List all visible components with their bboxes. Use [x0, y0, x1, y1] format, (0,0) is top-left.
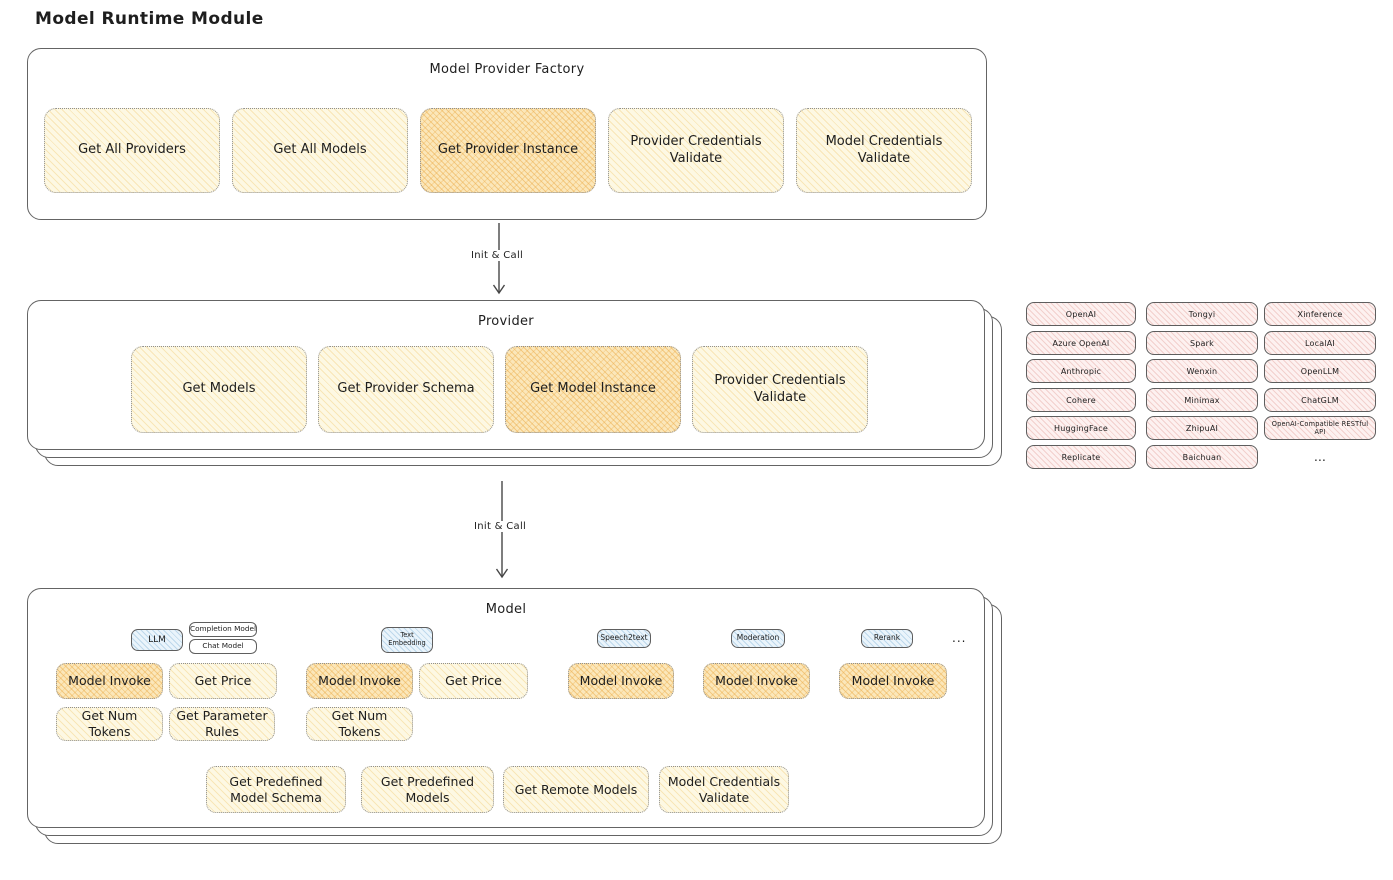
provider-title: Provider — [478, 314, 534, 329]
model-credentials-validate-box: Model Credentials Validate — [796, 108, 972, 193]
init-call-label-1: Init & Call — [468, 250, 527, 261]
provider-cell-spark: Spark — [1146, 331, 1258, 355]
model-provider-factory-box: Model Provider Factory Get All Providers… — [27, 48, 987, 220]
text-embedding-get-price-box: Get Price — [419, 663, 528, 699]
speech2text-model-invoke-box: Model Invoke — [568, 663, 674, 699]
provider-cell-wenxin: Wenxin — [1146, 359, 1258, 383]
tab-chat-model: Chat Model — [189, 639, 257, 654]
tab-text-embedding: Text Embedding — [381, 627, 433, 653]
provider-box: Provider Get Models Get Provider Schema … — [27, 300, 985, 450]
init-call-label-2: Init & Call — [471, 521, 530, 532]
rerank-model-invoke-box: Model Invoke — [839, 663, 947, 699]
model-box: Model LLM Completion Model Chat Model Te… — [27, 588, 985, 828]
tab-speech2text: Speech2text — [597, 629, 651, 648]
provider-cell-localai: LocalAI — [1264, 331, 1376, 355]
provider-cell-more: ... — [1313, 450, 1327, 464]
get-remote-models-box: Get Remote Models — [503, 766, 649, 813]
llm-get-price-box: Get Price — [169, 663, 277, 699]
moderation-model-invoke-box: Model Invoke — [703, 663, 810, 699]
llm-get-num-tokens-box: Get Num Tokens — [56, 707, 163, 741]
provider-cell-openai: OpenAI — [1026, 302, 1136, 326]
get-model-instance-box: Get Model Instance — [505, 346, 681, 433]
provider-cell-tongyi: Tongyi — [1146, 302, 1258, 326]
factory-title: Model Provider Factory — [429, 62, 585, 77]
provider-cell-cohere: Cohere — [1026, 388, 1136, 412]
provider-cell-replicate: Replicate — [1026, 445, 1136, 469]
provider-cell-huggingface: HuggingFace — [1026, 416, 1136, 440]
tabs-more-ellipsis: ... — [952, 631, 967, 645]
llm-get-parameter-rules-box: Get Parameter Rules — [169, 707, 275, 741]
tab-moderation: Moderation — [731, 629, 785, 648]
provider-cell-xinference: Xinference — [1264, 302, 1376, 326]
text-embedding-get-num-tokens-box: Get Num Tokens — [306, 707, 413, 741]
provider-cell-anthropic: Anthropic — [1026, 359, 1136, 383]
text-embedding-model-invoke-box: Model Invoke — [306, 663, 413, 699]
tab-rerank: Rerank — [861, 629, 913, 648]
provider-credentials-validate-box-2: Provider Credentials Validate — [692, 346, 868, 433]
model-credentials-validate-box-2: Model Credentials Validate — [659, 766, 789, 813]
provider-cell-openai-compatible: OpenAI-Compatible RESTful API — [1264, 416, 1376, 440]
get-provider-schema-box: Get Provider Schema — [318, 346, 494, 433]
provider-cell-zhipuai: ZhipuAI — [1146, 416, 1258, 440]
provider-cell-azure-openai: Azure OpenAI — [1026, 331, 1136, 355]
tab-llm: LLM — [131, 629, 183, 651]
get-all-models-box: Get All Models — [232, 108, 408, 193]
provider-cell-openllm: OpenLLM — [1264, 359, 1376, 383]
page-title: Model Runtime Module — [35, 9, 264, 29]
provider-cell-chatglm: ChatGLM — [1264, 388, 1376, 412]
provider-cell-minimax: Minimax — [1146, 388, 1258, 412]
llm-model-invoke-box: Model Invoke — [56, 663, 163, 699]
provider-credentials-validate-box: Provider Credentials Validate — [608, 108, 784, 193]
provider-cell-baichuan: Baichuan — [1146, 445, 1258, 469]
tab-completion-model: Completion Model — [189, 622, 257, 637]
get-models-box: Get Models — [131, 346, 307, 433]
get-all-providers-box: Get All Providers — [44, 108, 220, 193]
get-provider-instance-box: Get Provider Instance — [420, 108, 596, 193]
get-predefined-models-box: Get Predefined Models — [361, 766, 494, 813]
get-predefined-model-schema-box: Get Predefined Model Schema — [206, 766, 346, 813]
model-title: Model — [485, 602, 527, 617]
